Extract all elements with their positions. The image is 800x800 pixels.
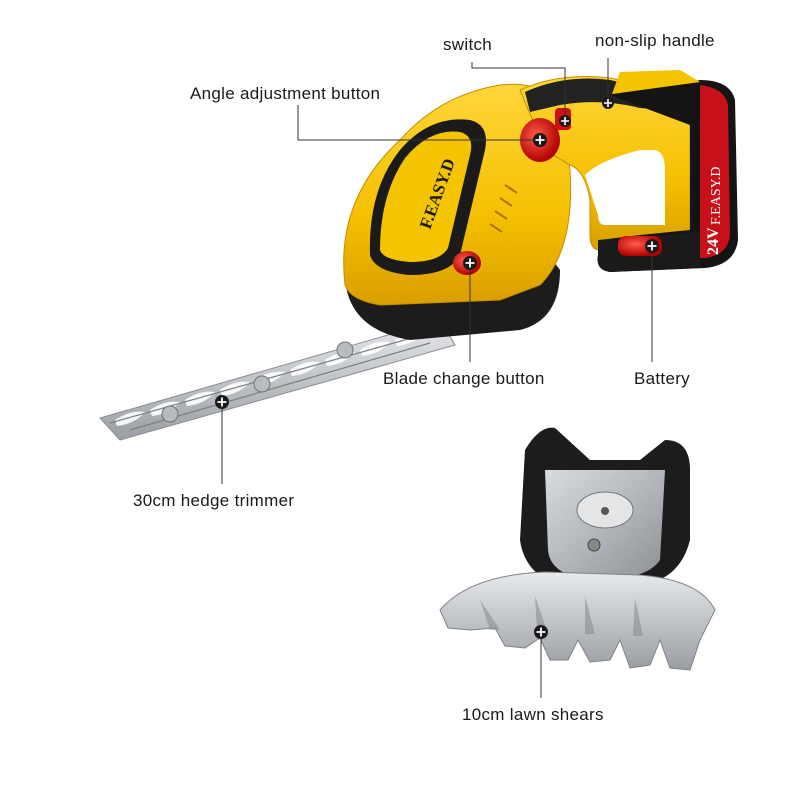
label-angle-adjustment-button: Angle adjustment button	[190, 84, 381, 103]
plus-circle-icon	[559, 115, 571, 127]
label-lawn-shears: 10cm lawn shears	[462, 705, 604, 724]
label-battery: Battery	[634, 369, 690, 388]
shears-attachment	[439, 427, 716, 671]
trimmer-body	[343, 70, 738, 340]
plus-circle-icon	[645, 239, 659, 253]
label-hedge-trimmer: 30cm hedge trimmer	[133, 491, 295, 510]
label-non-slip-handle: non-slip handle	[595, 31, 715, 50]
plus-circle-icon	[534, 625, 548, 639]
plus-circle-icon	[533, 133, 547, 147]
plus-circle-icon	[602, 97, 614, 109]
label-blade-change-button: Blade change button	[383, 369, 545, 388]
label-switch: switch	[443, 35, 493, 54]
battery-voltage: 24V	[705, 227, 722, 255]
plus-circle-icon	[463, 256, 477, 270]
battery-brand-mark: F.EASY.D	[709, 166, 724, 225]
plus-circle-icon	[215, 395, 229, 409]
leader-lines	[221, 58, 653, 698]
